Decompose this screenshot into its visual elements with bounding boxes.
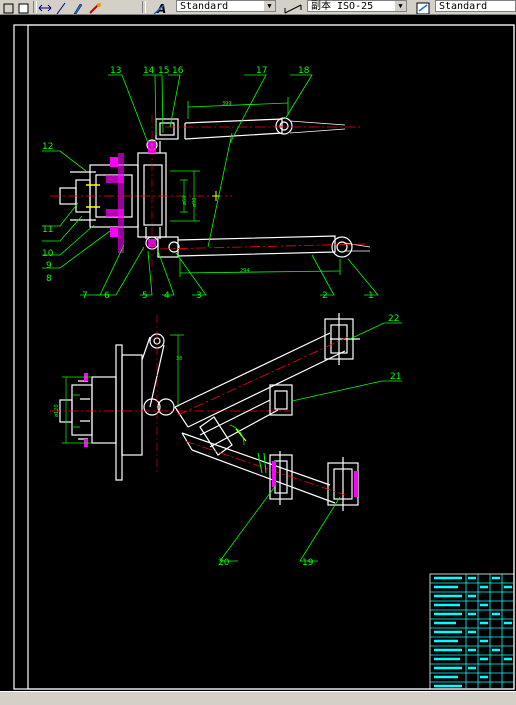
callout-10: 10 xyxy=(42,249,54,259)
square-icon[interactable] xyxy=(17,0,31,14)
text-style-select[interactable]: Standard ▼ xyxy=(176,0,276,12)
chevron-down-icon[interactable]: ▼ xyxy=(395,1,406,11)
dimension-style-icon[interactable] xyxy=(283,0,305,14)
sheet-inner-frame xyxy=(27,24,515,690)
callout-17: 17 xyxy=(256,66,267,76)
top-view-assembly: 399 294 xyxy=(42,66,379,301)
table-style-value: Standard xyxy=(439,1,488,12)
callout-19: 19 xyxy=(302,558,314,568)
callout-11: 11 xyxy=(42,225,53,235)
dimension-style-select[interactable]: 副本 ISO-25 ▼ xyxy=(307,0,407,12)
callout-6: 6 xyxy=(104,291,110,301)
svg-text:ø60: ø60 xyxy=(182,196,188,205)
callout-18: 18 xyxy=(298,66,310,76)
table-style-icon[interactable] xyxy=(414,0,434,14)
title-block xyxy=(429,573,515,690)
callout-5: 5 xyxy=(142,291,148,301)
callout-7: 7 xyxy=(82,291,88,301)
callout-20: 20 xyxy=(218,558,230,568)
callout-8: 8 xyxy=(46,274,52,284)
svg-text:38: 38 xyxy=(176,356,182,362)
move-arrows-icon[interactable] xyxy=(38,0,52,13)
callout-13: 13 xyxy=(110,66,121,76)
cad-drawing: 399 294 xyxy=(13,24,515,690)
drawing-canvas[interactable]: 399 294 xyxy=(0,15,516,691)
callout-16: 16 xyxy=(172,66,184,76)
svg-text:294: 294 xyxy=(240,268,250,274)
bottom-view-assembly: ø120 38 xyxy=(50,313,402,568)
properties-toolbar: A Standard ▼ 副本 ISO-25 ▼ Standard xyxy=(0,0,516,15)
status-bar xyxy=(0,691,516,705)
callout-1: 1 xyxy=(368,291,374,301)
callout-14: 14 xyxy=(143,66,155,76)
svg-text:399: 399 xyxy=(222,101,232,107)
text-style-icon[interactable]: A xyxy=(148,0,174,14)
svg-text:ø120: ø120 xyxy=(54,404,60,417)
text-style-value: Standard xyxy=(180,1,229,12)
dimension-style-value: 副本 ISO-25 xyxy=(311,1,374,12)
callout-12: 12 xyxy=(42,142,53,152)
callout-4: 4 xyxy=(164,291,170,301)
callout-22: 22 xyxy=(388,314,399,324)
callout-21: 21 xyxy=(390,372,401,382)
table-style-select[interactable]: Standard xyxy=(435,0,516,12)
rectangle-icon[interactable] xyxy=(2,0,16,14)
magic-tools-icon[interactable] xyxy=(88,0,102,14)
svg-text:ø90: ø90 xyxy=(192,198,198,207)
line-draw-icon[interactable] xyxy=(54,0,68,14)
sheet-frame xyxy=(13,24,515,690)
callout-3: 3 xyxy=(196,291,202,301)
toolbar-separator xyxy=(33,1,37,13)
chevron-down-icon[interactable]: ▼ xyxy=(264,1,275,11)
callout-2: 2 xyxy=(322,291,328,301)
callout-9: 9 xyxy=(46,261,52,271)
callout-15: 15 xyxy=(158,66,169,76)
pencil-icon[interactable] xyxy=(70,0,84,14)
toolbar-separator xyxy=(142,1,146,13)
